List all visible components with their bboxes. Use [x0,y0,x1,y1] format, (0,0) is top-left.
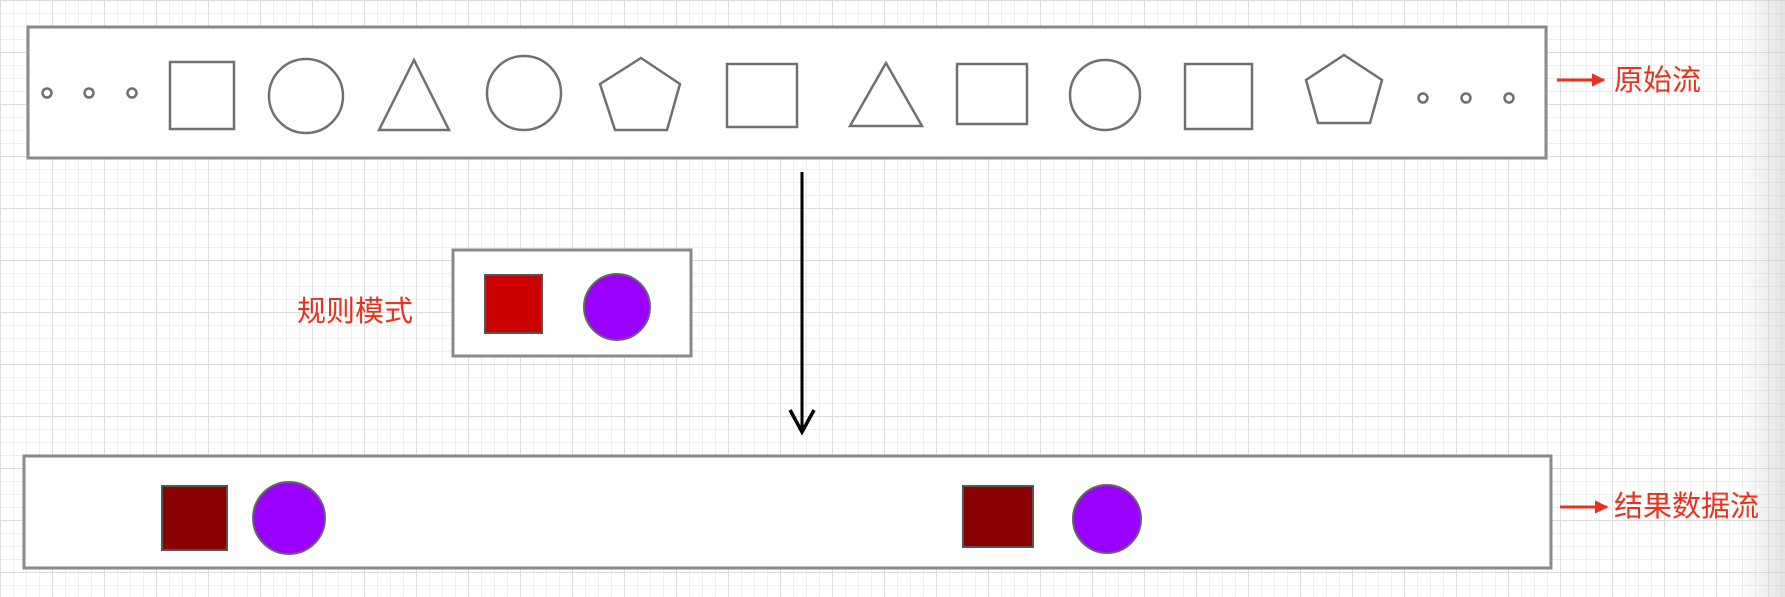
pattern-circle [583,273,651,341]
result-match-2 [962,484,1142,554]
ellipsis-dot [1460,92,1472,104]
pattern-square [484,274,543,334]
ellipsis-start [41,87,138,99]
ellipsis-dot [1417,92,1429,104]
flow-arrow-head [788,409,816,436]
raw-stream-shapes [41,53,1515,135]
stream-circle [1068,58,1142,132]
stream-square [725,62,799,129]
flow-arrow [788,172,816,436]
result-square [161,485,228,551]
ellipsis-end [1417,92,1515,104]
result-square [962,485,1034,548]
ellipsis-dot [83,87,95,99]
stream-square [955,62,1029,126]
stream-triangle [376,57,452,132]
ellipsis-dot [41,87,53,99]
stream-triangle [847,60,925,128]
stream-circle [485,54,563,132]
stream-square [168,60,236,131]
result-match-1 [161,481,326,555]
ellipsis-dot [1503,92,1515,104]
stream-pentagon [1304,53,1384,125]
ellipsis-dot [126,87,138,99]
canvas-edge-shade [1739,0,1785,597]
stream-square [1183,62,1254,131]
result-circle [1072,484,1142,554]
result-stream-label: 结果数据流 [1614,489,1760,523]
rule-pattern-label: 规则模式 [297,294,414,328]
raw-stream-box [26,25,1548,160]
stream-circle [267,57,345,135]
raw-stream-label: 原始流 [1614,63,1702,97]
result-circle [252,481,326,555]
stream-pentagon [598,56,682,132]
